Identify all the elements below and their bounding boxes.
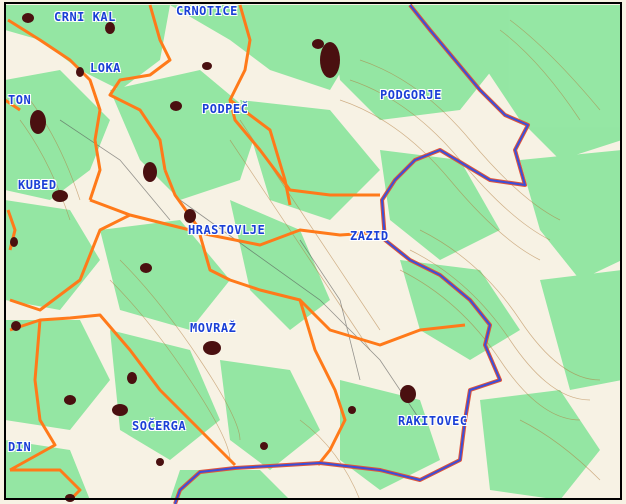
label-zazid: ZAZID bbox=[350, 229, 389, 243]
label-ton: TON bbox=[8, 93, 32, 107]
label-socerga: SOČERGA bbox=[132, 419, 187, 433]
label-hrastovlje: HRASTOVLJE bbox=[188, 223, 266, 237]
state-border bbox=[173, 3, 530, 504]
label-kubed: KUBED bbox=[18, 178, 57, 192]
municipal-borders bbox=[4, 4, 466, 502]
forest-areas bbox=[5, 5, 622, 500]
label-podgorje: PODGORJE bbox=[380, 88, 442, 102]
label-rakitovec: RAKITOVEC bbox=[398, 414, 468, 428]
contour-lines bbox=[19, 19, 601, 501]
roads bbox=[59, 119, 421, 421]
label-crnotice: CRNOTICE bbox=[176, 4, 238, 18]
label-movraz: MOVRAŽ bbox=[190, 321, 237, 335]
label-din: DIN bbox=[8, 440, 32, 454]
settlements bbox=[10, 13, 416, 502]
label-loka: LOKA bbox=[90, 61, 121, 75]
label-crni-kal: CRNI KAL bbox=[54, 10, 116, 24]
label-podpec: PODPEČ bbox=[202, 102, 249, 116]
